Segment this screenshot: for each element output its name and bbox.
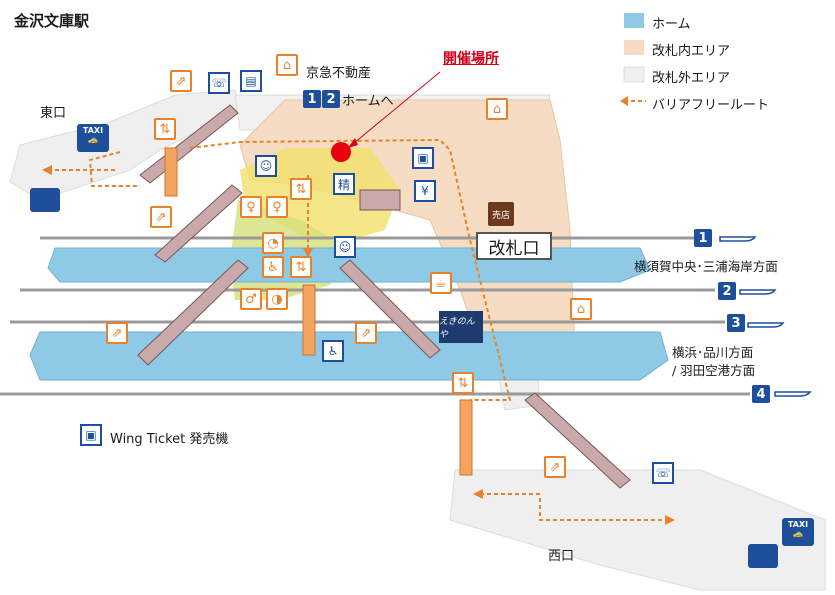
arrow-west-exit	[473, 489, 483, 499]
stairs	[137, 104, 631, 489]
arrow-east-exit	[42, 165, 52, 175]
venue-dot	[331, 142, 351, 162]
escalator-icon-lower-left: ⇗	[106, 322, 128, 344]
fare-adjustment-icon: 精	[333, 173, 355, 195]
legend-label-inside: 改札内エリア	[652, 44, 731, 59]
legend-item-home: ホーム	[652, 13, 691, 32]
legend-swatch-inside	[624, 40, 644, 55]
ticket-gate-label: 改札口	[476, 232, 552, 260]
stair-upper-left	[154, 184, 243, 263]
platform-lower	[29, 331, 669, 381]
escalator-icon-lower: ⇗	[355, 322, 377, 344]
home-direction-num-1: 1	[303, 90, 321, 108]
legend-swatch-outside	[623, 66, 645, 83]
legend-item-outside: 改札外エリア	[652, 67, 730, 86]
kiosk-sign: えきのんや	[439, 311, 483, 343]
shop-icon: 売店	[488, 202, 514, 226]
legend-swatch-home	[624, 13, 644, 28]
multipurpose-restroom-icon: ♿	[262, 256, 284, 278]
elevator-column-east	[164, 147, 178, 197]
ticket-machine-icon: ▣	[412, 147, 434, 169]
stair-escalator-small	[359, 189, 401, 211]
real-estate-icon: ⌂	[276, 54, 298, 76]
wing-ticket-label: Wing Ticket 発売機	[110, 432, 229, 447]
taxi-icon-east: TAXI🚕	[77, 124, 109, 152]
legend-label-outside: 改札外エリア	[652, 71, 731, 86]
home-direction-label: ホームへ	[342, 94, 394, 109]
escalator-icon-north: ⇗	[170, 70, 192, 92]
track-direction-1: 横須賀中央･三浦海岸方面	[634, 259, 778, 274]
real-estate-icon-south: ⌂	[570, 298, 592, 320]
barrier-free-route-northeast	[88, 151, 140, 187]
legend-label-route: バリアフリールート	[652, 98, 770, 113]
station-title: 金沢文庫駅	[14, 12, 90, 30]
track-number-1: 1	[694, 229, 712, 247]
train-glyphs	[719, 236, 812, 397]
arrow-center-down	[303, 248, 313, 258]
elevator-column-center	[302, 284, 316, 356]
waiting-room-icon: ♿	[322, 340, 344, 362]
legend-route-arrow	[620, 96, 628, 106]
taxi-icon-west: TAXI🚕	[782, 518, 814, 546]
venue-label: 開催場所	[443, 51, 499, 67]
station-staff-icon: ☺	[255, 155, 277, 177]
track-direction-4: / 羽田空港方面	[672, 363, 756, 378]
cafe-icon: ☕	[430, 272, 452, 294]
elevator-column-west	[459, 399, 473, 476]
escalator-icon-west: ⇗	[544, 456, 566, 478]
locker-icon: ▤	[240, 70, 262, 92]
information-staff-icon: ☺	[334, 236, 356, 258]
track-number-4: 4	[752, 385, 770, 403]
track-number-3: 3	[727, 314, 745, 332]
wing-ticket-icon: ▣	[80, 424, 102, 446]
east-exit-label: 東口	[40, 106, 67, 121]
stair-lower-left	[137, 259, 249, 366]
real-estate-icon-east: ⌂	[486, 98, 508, 120]
bus-icon-west	[748, 544, 778, 568]
restroom-female-icon-upper: ♀	[240, 196, 262, 218]
west-exit-label: 西口	[548, 549, 575, 564]
track-number-2: 2	[718, 282, 736, 300]
elevator-icon-platform: ⇅	[290, 256, 312, 278]
barrier-free-route-east	[189, 138, 512, 401]
elevator-icon-center: ⇅	[290, 178, 312, 200]
stair-west	[524, 392, 631, 489]
home-direction-num-2: 2	[322, 90, 340, 108]
escalator-icon-upper-left: ⇗	[150, 206, 172, 228]
restroom-male-icon: ♂	[240, 288, 262, 310]
elevator-icon-west: ⇅	[452, 372, 474, 394]
outside-gate-area-east	[9, 89, 241, 201]
baby-care-icon: ◔	[262, 232, 284, 254]
legend-item-route: バリアフリールート	[652, 94, 769, 113]
legend-label-home: ホーム	[652, 17, 691, 32]
baby-seat-icon: ◑	[266, 288, 288, 310]
track-direction-3: 横浜･品川方面	[672, 345, 754, 360]
bus-icon-east	[30, 188, 60, 212]
venue-pointer-line	[347, 71, 441, 149]
stair-lower-middle	[339, 259, 441, 359]
real-estate-label: 京急不動産	[306, 66, 372, 81]
phone-icon-west: ☏	[652, 462, 674, 484]
restroom-female-icon: ♀	[266, 196, 288, 218]
barrier-free-route-west	[539, 498, 665, 521]
venue-pointer-arrow	[348, 138, 358, 148]
arrow-west-end	[665, 515, 675, 525]
phone-icon-north: ☏	[208, 72, 230, 94]
elevator-icon-east: ⇅	[154, 118, 176, 140]
outside-gate-area-west	[449, 469, 826, 591]
legend-item-inside: 改札内エリア	[652, 40, 730, 59]
atm-icon: ¥	[414, 180, 436, 202]
